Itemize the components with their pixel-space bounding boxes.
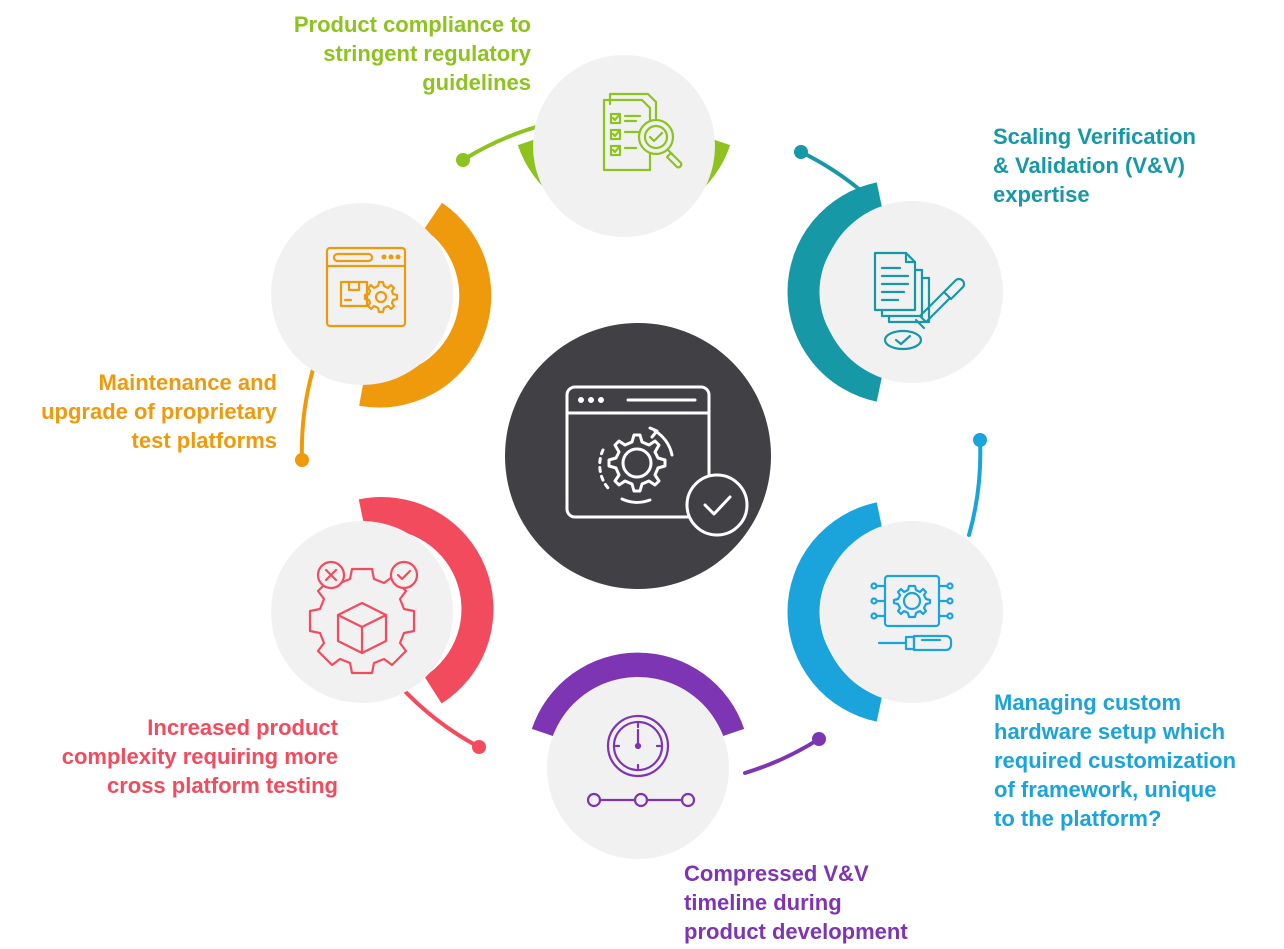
clock-timeline-icon — [586, 714, 696, 808]
node-scaling — [821, 201, 1003, 383]
dot-compliance — [456, 153, 470, 167]
connector-dots — [295, 145, 987, 754]
chip-screwdriver-icon — [870, 574, 954, 652]
arc-hardware — [787, 502, 884, 722]
node-complexity — [271, 521, 453, 703]
dot-timeline — [812, 732, 826, 746]
arc-scaling — [787, 182, 884, 402]
browser-box-gear-icon — [325, 246, 407, 328]
center-circle — [505, 323, 771, 589]
checklist-magnifier-icon — [602, 92, 683, 172]
browser-gear-check-icon — [565, 385, 749, 537]
node-maintenance — [271, 203, 453, 385]
label-timeline: Compressed V&V timeline during product d… — [684, 861, 908, 944]
dot-complexity — [472, 740, 486, 754]
label-maintenance: Maintenance and upgrade of proprietary t… — [41, 370, 277, 453]
connector-timeline — [743, 737, 821, 775]
label-scaling: Scaling Verification & Validation (V&V) … — [993, 124, 1196, 207]
arc-timeline — [531, 652, 745, 740]
gear-cube-icon — [308, 560, 419, 675]
label-hardware: Managing custom hardware setup which req… — [994, 690, 1237, 831]
label-complexity: Increased product complexity requiring m… — [61, 715, 338, 798]
document-stamp-icon — [873, 251, 966, 351]
arc-maintenance — [359, 202, 492, 408]
node-hardware — [821, 521, 1003, 703]
arc-complexity — [358, 497, 494, 704]
label-compliance: Product compliance to stringent regulato… — [293, 12, 531, 95]
dot-hardware — [973, 433, 987, 447]
connector-hardware — [967, 438, 983, 537]
connector-maintenance — [299, 364, 316, 462]
dot-scaling — [794, 145, 808, 159]
dot-maintenance — [295, 453, 309, 467]
node-compliance — [533, 55, 715, 237]
